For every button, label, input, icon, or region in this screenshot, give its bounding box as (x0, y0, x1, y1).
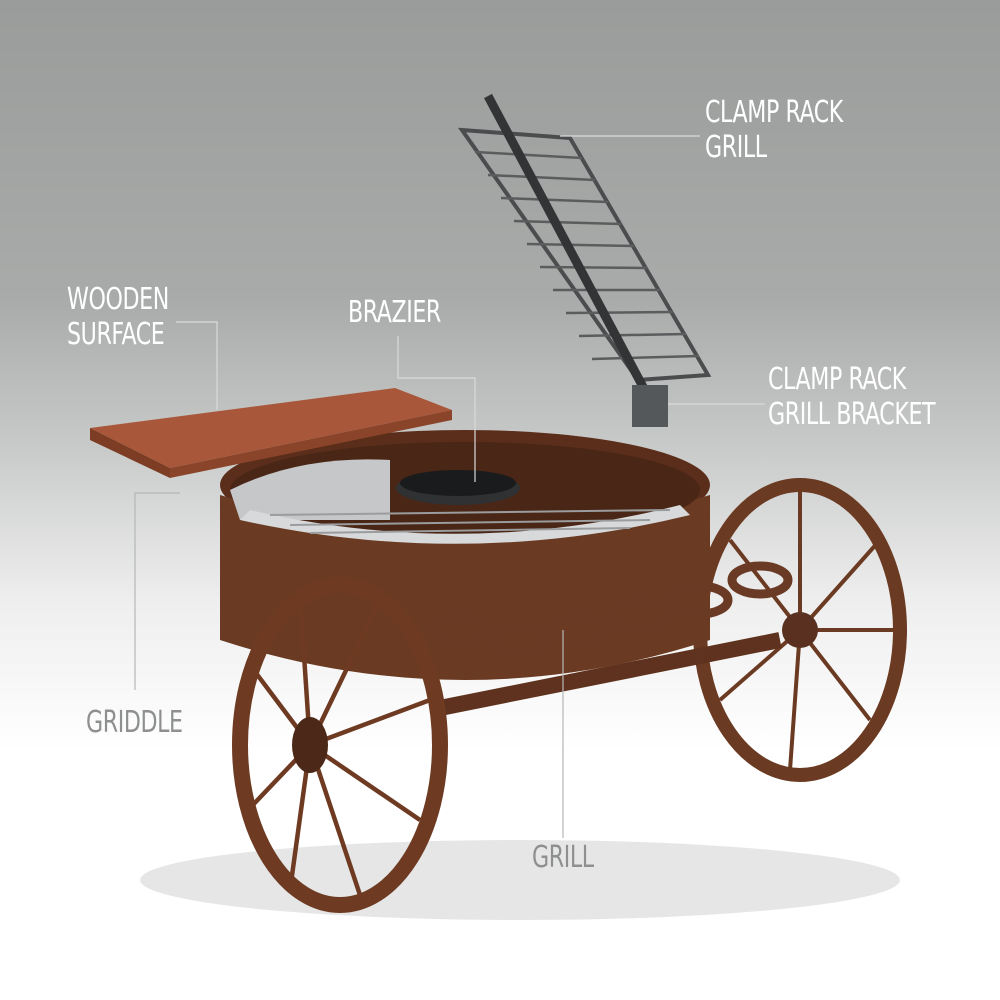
label-grill: GRILL (532, 840, 594, 875)
wooden-surface (90, 388, 452, 478)
brazier-body (220, 430, 710, 680)
back-wheel (693, 478, 907, 782)
leader-lines (176, 135, 765, 482)
label-brazier: BRAZIER (348, 295, 441, 330)
grill-bracket (632, 385, 668, 427)
axle (428, 632, 782, 718)
label-clamp-rack-grill: CLAMP RACK GRILL (705, 95, 843, 165)
floor-shadow (140, 840, 900, 920)
label-wooden-surface: WOODEN SURFACE (67, 282, 169, 352)
grill-grate (240, 505, 690, 544)
label-griddle: GRIDDLE (86, 705, 183, 740)
label-clamp-rack-grill-bracket: CLAMP RACK GRILL BRACKET (768, 362, 936, 432)
front-wheel (232, 577, 448, 913)
chain (427, 561, 793, 659)
clamp-rack-grill (457, 93, 712, 403)
griddle-plate (230, 459, 390, 520)
leader-lines-lower (134, 492, 564, 838)
